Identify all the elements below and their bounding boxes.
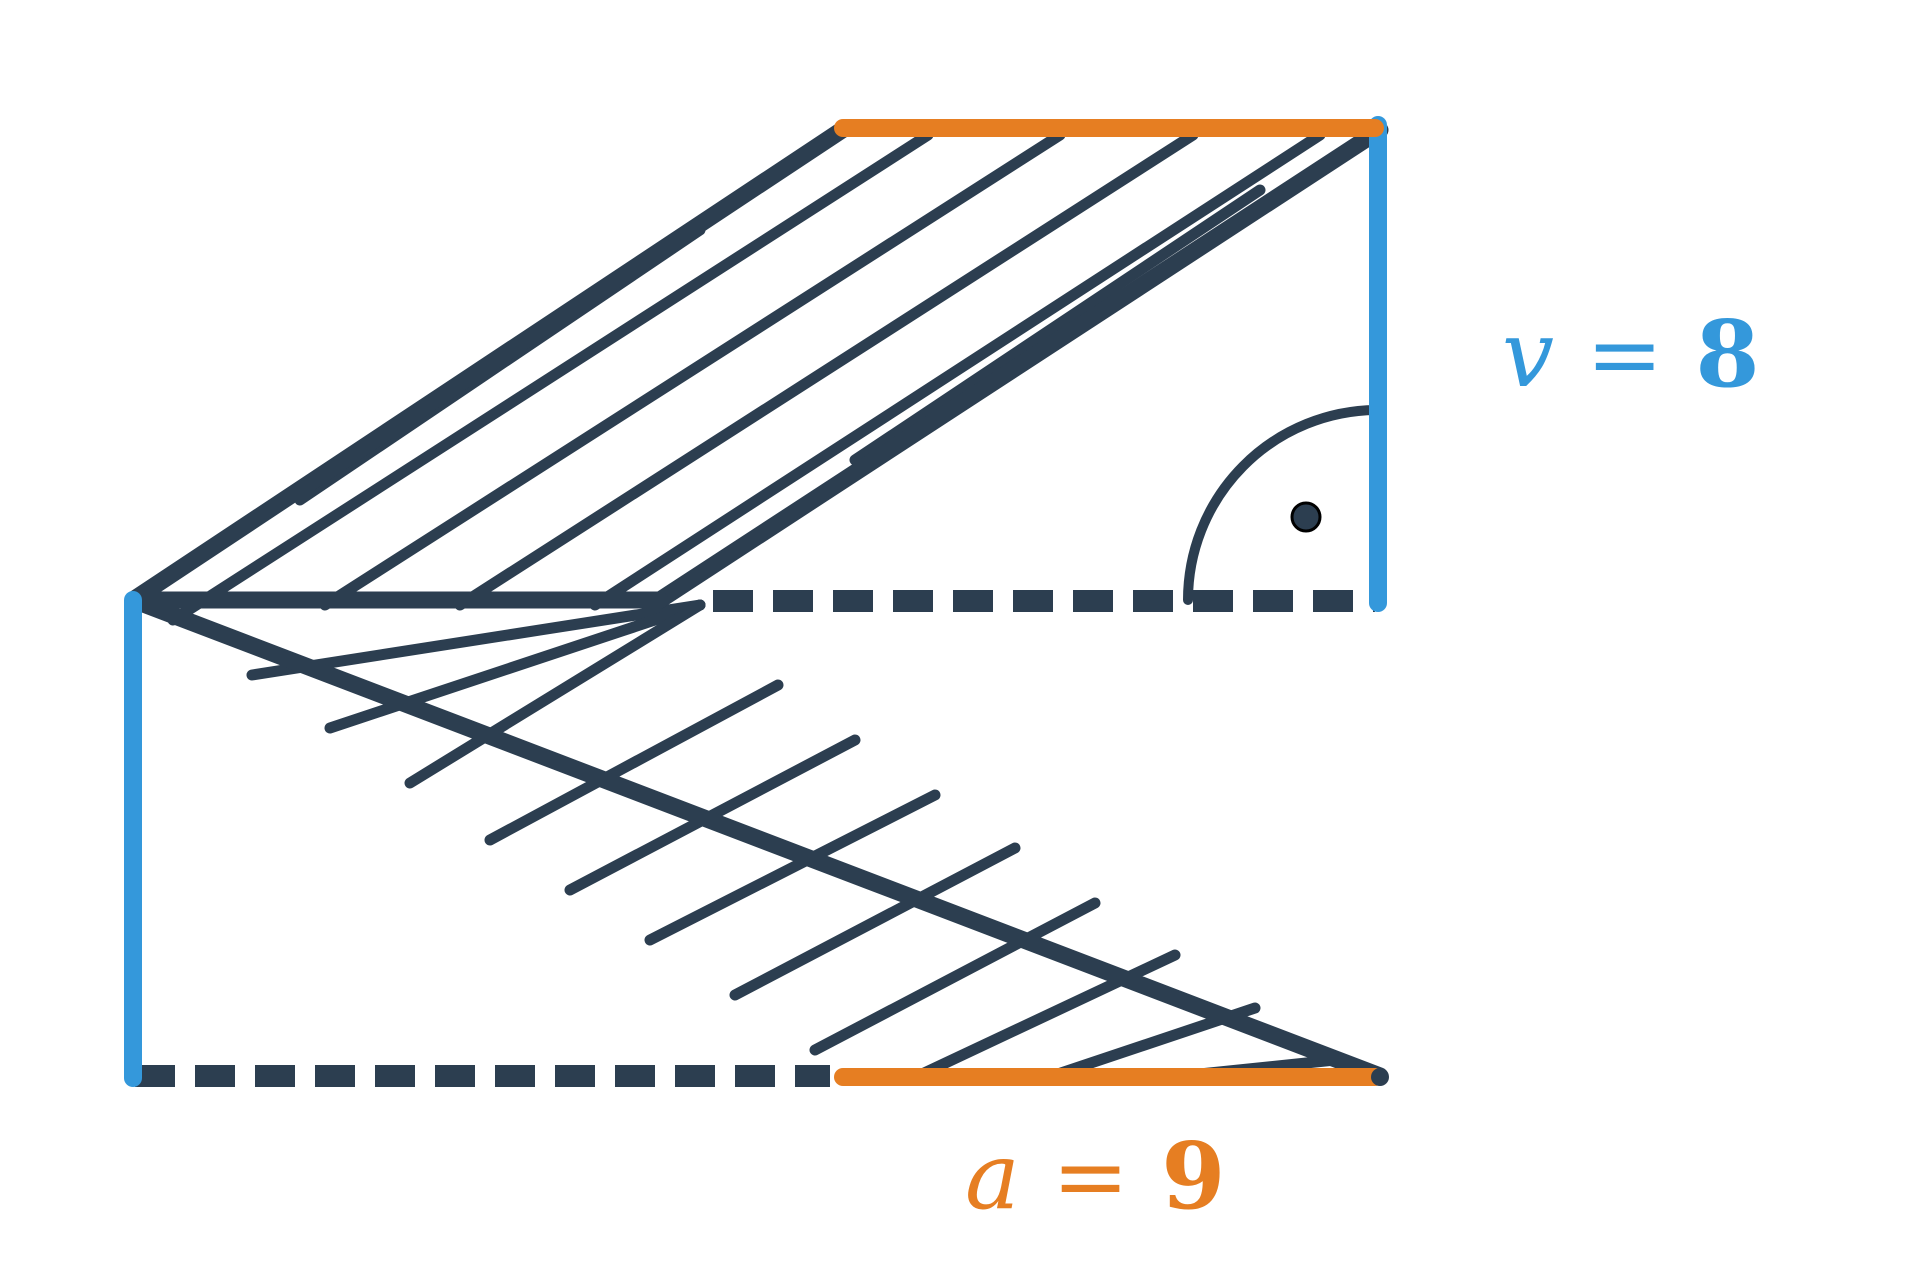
dashed-extension-lines xyxy=(135,590,1375,1087)
base-variable: a xyxy=(965,1123,1020,1230)
height-value: 8 xyxy=(1695,300,1760,408)
base-equals: = xyxy=(1052,1123,1130,1230)
parallelogram-outline xyxy=(124,119,1389,1085)
base-label: a=9 xyxy=(965,1130,1225,1223)
height-label: v=8 xyxy=(1502,308,1759,401)
height-equals: = xyxy=(1586,301,1664,408)
height-variable: v xyxy=(1502,301,1554,408)
base-segments xyxy=(834,119,1384,1086)
right-angle-dot xyxy=(1290,501,1322,533)
right-angle-arc xyxy=(1183,405,1381,605)
height-segments xyxy=(124,116,1387,1087)
base-value: 9 xyxy=(1161,1122,1226,1230)
vertices xyxy=(1371,1068,1389,1086)
